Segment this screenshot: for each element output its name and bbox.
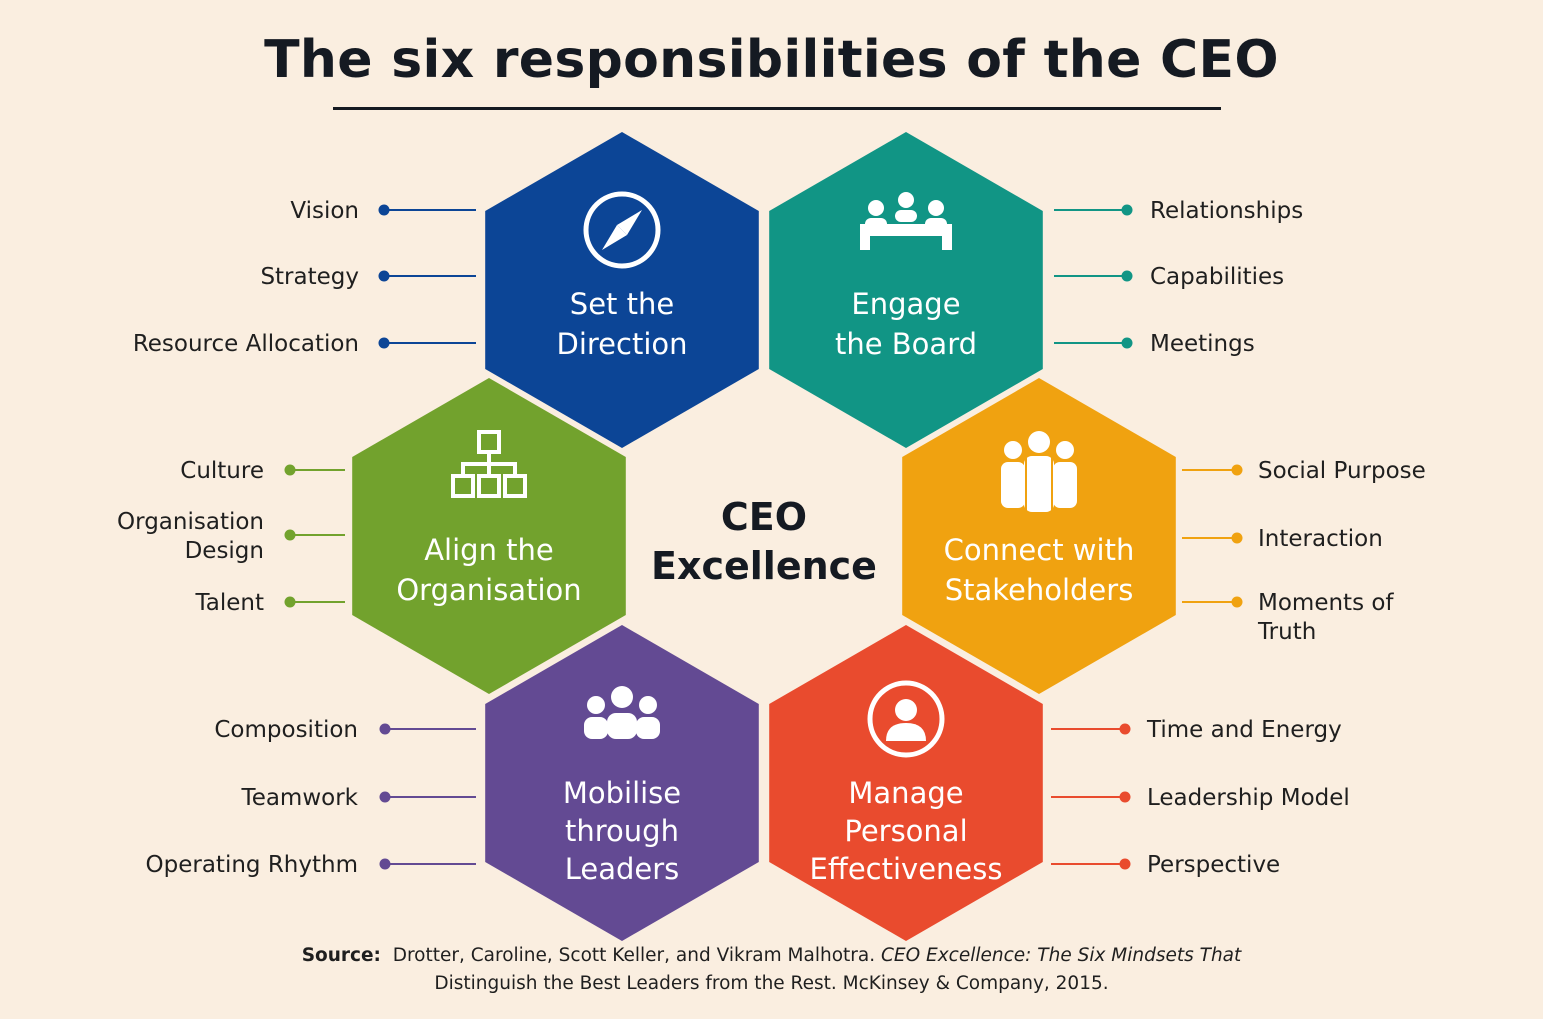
item-label: Leadership Model [1147,785,1350,811]
hexagon-shape [485,132,759,448]
list-item: Composition [214,717,476,743]
list-item: Strategy [260,264,476,290]
bullet-dot [1231,464,1243,476]
bullet-dot [378,204,390,216]
bullet-dot [379,791,391,803]
team-icon [584,686,660,739]
item-label: Talent [195,590,264,616]
hexagon-title-line: Leaders [565,852,680,886]
list-item: Culture [180,458,345,484]
source-citation: Source: Drotter, Caroline, Scott Keller,… [0,942,1543,998]
bullet-dot [379,858,391,870]
item-label: Social Purpose [1258,458,1426,484]
hexagon-title-line: through [565,814,679,848]
bullet-dot [284,529,296,541]
item-label: Strategy [260,264,359,290]
list-item: Leadership Model [1051,785,1350,811]
item-label: Design [185,538,264,564]
list-item: Vision [290,198,476,224]
source-line-1: Source: Drotter, Caroline, Scott Keller,… [0,942,1543,970]
page-title: The six responsibilities of the CEO [264,30,1279,90]
center-title-line-1: CEO [721,495,807,539]
compass-icon [583,191,661,269]
bullet-dot [284,596,296,608]
item-label: Time and Energy [1146,717,1342,743]
hexagon-shape [769,625,1043,941]
hexagon-boardroom: Engage the Board [769,132,1043,448]
people-group-icon [1001,431,1077,512]
hexagon-title-line: the Board [835,327,977,361]
item-label: Operating Rhythm [146,852,358,878]
item-label: Composition [214,717,358,743]
item-label: Resource Allocation [133,331,359,357]
bullet-dot [1119,858,1131,870]
hexagon-title-line: Align the [424,533,554,567]
item-label: Culture [180,458,264,484]
list-item: Moments of Truth [1182,590,1394,645]
hexagon-title-line: Engage [851,287,960,321]
bullet-dot [1121,204,1133,216]
list-item: Talent [195,590,345,616]
list-item: Teamwork [241,785,476,811]
hexagon-shape [485,625,759,941]
hexagon-title-line: Direction [556,327,687,361]
source-label: Source: [301,945,381,966]
hexagon-title-line: Mobilise [563,776,681,810]
list-item: Meetings [1054,331,1255,357]
list-item: Capabilities [1054,264,1284,290]
hexagon-title-line: Organisation [396,573,581,607]
person-icon [867,680,945,758]
source-book-title: CEO Excellence: The Six Mindsets That [881,945,1242,966]
hexagon-title-line: Set the [570,287,674,321]
item-label: Truth [1257,619,1316,645]
bullet-dot [1119,723,1131,735]
item-label: Interaction [1258,526,1383,552]
hexagon-title-line: Connect with [944,533,1135,567]
bullet-dot [379,723,391,735]
item-label: Moments of [1258,590,1394,616]
list-item: Interaction [1182,526,1383,552]
list-item: Time and Energy [1051,717,1342,743]
hexagon-shape [769,132,1043,448]
bullet-dot [1231,532,1243,544]
item-label: Capabilities [1150,264,1284,290]
boardroom-icon [860,192,952,250]
bullet-dot [378,337,390,349]
hexagon-shape [902,378,1176,694]
bullet-dot [1121,337,1133,349]
hexagon-title-line: Effectiveness [810,852,1003,886]
item-label: Teamwork [241,785,359,811]
source-authors: Drotter, Caroline, Scott Keller, and Vik… [392,945,876,966]
hexagon-shape [352,378,626,694]
org-chart-icon [451,430,527,498]
bullet-dot [378,270,390,282]
item-label: Relationships [1150,198,1303,224]
title-divider [333,107,1221,110]
hexagon-title-line: Personal [844,814,967,848]
item-label: Meetings [1150,331,1255,357]
hexagon-title-line: Stakeholders [945,573,1134,607]
list-item: Relationships [1054,198,1303,224]
list-item: Perspective [1051,852,1280,878]
list-item: Resource Allocation [133,331,476,357]
bullet-dot [284,464,296,476]
item-label: Vision [290,198,359,224]
bullet-dot [1231,596,1243,608]
bullet-dot [1121,270,1133,282]
center-title-line-2: Excellence [651,544,877,588]
list-item: Operating Rhythm [146,852,476,878]
hexagon-title-line: Manage [848,776,963,810]
item-label: Organisation [117,509,264,535]
item-label: Perspective [1147,852,1280,878]
list-item: Social Purpose [1182,458,1426,484]
bullet-dot [1119,791,1131,803]
source-line-2: Distinguish the Best Leaders from the Re… [434,973,1109,994]
